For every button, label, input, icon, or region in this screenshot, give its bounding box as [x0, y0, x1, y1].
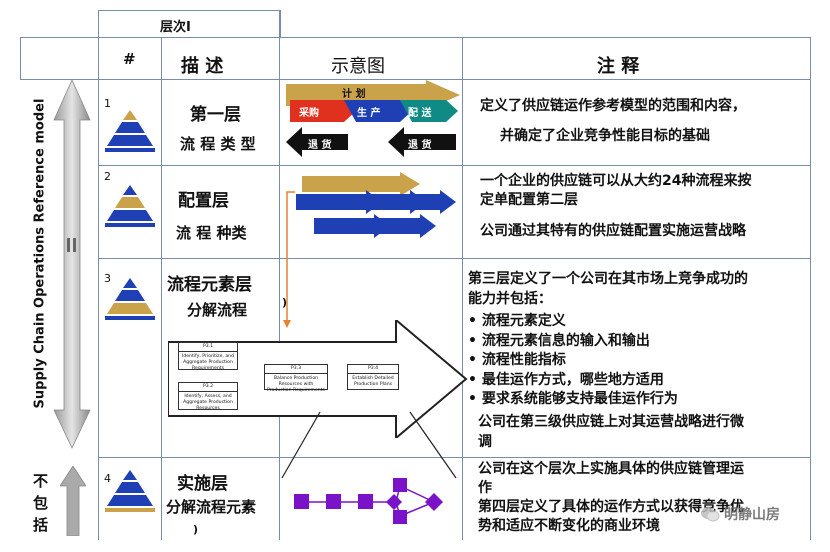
row-3-title: 流程元素层	[167, 275, 252, 295]
bullet-text: 要求系统能够支持最佳运作行为	[481, 391, 678, 407]
row-3-bullet-2: • 流程元素信息的输入和输出	[468, 333, 650, 349]
process-box-p31: P3.1 Identify, Prioritize, and Aggregate…	[178, 342, 238, 371]
process-box-p33: P3.3 Balance Production Resources with P…	[264, 364, 328, 393]
row-4-title: 实施层	[177, 474, 228, 494]
not-included-2: 包	[33, 494, 49, 512]
row-3-tail-1: 公司在第三级供应链上对其运营战略进行微	[478, 414, 744, 430]
row-2-note-2: 定单配置第二层	[480, 192, 578, 208]
row-3-tail-2: 调	[478, 434, 492, 450]
row-3-subtitle: 分解流程	[187, 301, 248, 319]
plan-label: 计 划	[342, 89, 366, 100]
row-1-subtitle: 流 程 类 型	[180, 135, 256, 153]
scor-label: Supply Chain Operations Reference model	[32, 98, 48, 409]
row-4-note-1: 公司在这个层次上实施具体的供应链管理运	[478, 461, 744, 477]
row-1-note-1: 定义了供应链运作参考模型的范围和内容，	[480, 98, 746, 114]
row-2-num: 2	[104, 170, 111, 183]
row-3-bullet-5: • 要求系统能够支持最佳运作行为	[468, 391, 678, 407]
row-3-bullet-3: • 流程性能指标	[468, 352, 566, 368]
connector-arrow	[283, 191, 295, 328]
row-1-num: 1	[104, 97, 111, 110]
row-4-note-3: 第四层定义了具体的运作方式以获得竞争优	[478, 499, 744, 515]
col-num-header: #	[123, 50, 136, 68]
row-4-num: 4	[104, 472, 111, 485]
watermark-text: 明静山房	[724, 507, 780, 523]
row-1-note-2: 并确定了企业竞争性能目标的基础	[500, 128, 710, 144]
row-3-bullet-1: • 流程元素定义	[468, 313, 566, 329]
col-diagram-header: 示意图	[331, 56, 385, 77]
row-3-paren: )	[282, 296, 288, 309]
p34-text: Establish Detailed Production Plans	[352, 376, 394, 387]
level-tab-label: 层次I	[160, 20, 191, 35]
row-2-subtitle: 流 程 种类	[176, 224, 247, 242]
zoom-lines	[281, 411, 457, 479]
source-label: 采购	[299, 108, 319, 119]
bullet-text: 流程元素定义	[481, 313, 566, 329]
bullet-text: 流程元素信息的输入和输出	[481, 333, 650, 349]
p34-code: P3.4	[348, 365, 398, 374]
row-4-note-4: 势和适应不断变化的商业环境	[478, 518, 660, 534]
level4-workflow-diagram	[294, 478, 443, 524]
pyramid-icon	[105, 110, 155, 152]
bullet-text: 最佳运作方式，哪些地方适用	[481, 372, 664, 388]
not-included-3: 括	[33, 516, 49, 534]
row-2-note-3: 公司通过其特有的供应链配置实施运营战略	[480, 223, 746, 239]
row-1-title: 第一层	[190, 105, 241, 125]
col-desc-header: 描 述	[181, 56, 224, 77]
row-3-bullet-4: • 最佳运作方式，哪些地方适用	[468, 372, 664, 388]
row-4-paren: )	[193, 523, 199, 536]
pyramid-icon	[105, 278, 155, 320]
row-4-note-2: 作	[478, 480, 492, 496]
row-3-num: 3	[104, 272, 111, 285]
pyramid-icon	[105, 470, 155, 512]
p31-code: P3.1	[179, 343, 237, 352]
watermark: 明静山房	[700, 504, 780, 524]
not-included-1: 不	[33, 472, 49, 490]
p32-code: P3.2	[179, 383, 237, 392]
return-label-1: 退 货	[308, 140, 332, 151]
up-arrow-icon	[60, 466, 86, 536]
level2-configuration-diagram	[296, 172, 456, 238]
process-box-p34: P3.4 Establish Detailed Production Plans	[347, 364, 399, 390]
make-label: 生 产	[357, 108, 381, 119]
process-box-p32: P3.2 Identify, Assess, and Aggregate Pro…	[178, 382, 238, 411]
p32-text: Identify, Assess, and Aggregate Producti…	[183, 394, 233, 411]
return-label-2: 退 货	[408, 140, 432, 151]
row-3-note-1: 第三层定义了一个公司在其市场上竞争成功的	[468, 271, 748, 287]
deliver-label: 配 送	[408, 108, 432, 119]
row-2-note-1: 一个企业的供应链可以从大约24种流程来按	[480, 173, 752, 189]
double-arrow-icon	[53, 80, 91, 449]
pyramid-icon	[105, 185, 155, 227]
row-3-note-2: 能力并包括：	[468, 291, 552, 307]
col-note-header: 注 释	[597, 56, 640, 77]
bullet-text: 流程性能指标	[481, 352, 566, 368]
row-2-title: 配置层	[178, 191, 229, 211]
p33-code: P3.3	[265, 365, 327, 374]
p33-text: Balance Production Resources with Produc…	[267, 376, 325, 393]
p31-text: Identify, Prioritize, and Aggregate Prod…	[182, 354, 234, 371]
row-4-subtitle: 分解流程元素	[166, 498, 257, 516]
level1-process-diagram	[286, 80, 460, 157]
wechat-icon	[701, 507, 720, 522]
